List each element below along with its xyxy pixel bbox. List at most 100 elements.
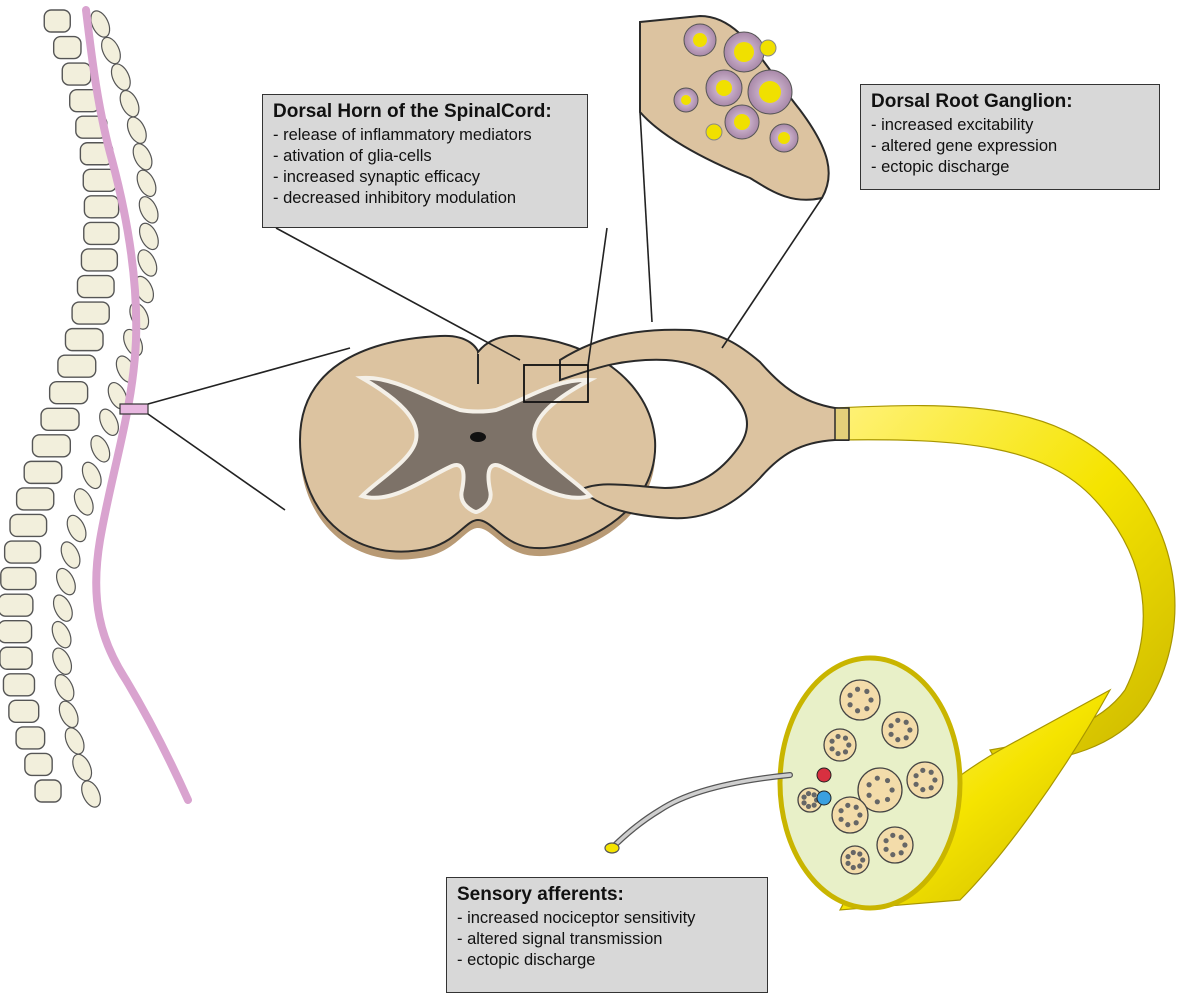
axon-dot — [904, 735, 909, 740]
list-item: - altered signal transmission — [457, 929, 757, 950]
axon-dot — [857, 851, 862, 856]
axon-dot — [890, 787, 895, 792]
axon-dot — [854, 820, 859, 825]
axon-dot — [885, 778, 890, 783]
vertebra-body — [50, 382, 88, 404]
axon-dot — [806, 791, 811, 796]
axon-dot — [866, 793, 871, 798]
vertebra-body — [3, 674, 34, 696]
vertebra-body — [0, 594, 33, 616]
axon-dot — [860, 857, 865, 862]
axon-dot — [806, 804, 811, 809]
list-item: - decreased inhibitory modulation — [273, 188, 577, 209]
vertebra-body — [81, 249, 117, 271]
vertebra-process — [134, 247, 160, 279]
axon-dot — [847, 693, 852, 698]
vertebra-body — [10, 514, 47, 536]
axon-dot — [888, 732, 893, 737]
axon-dot — [866, 782, 871, 787]
axon-dot — [857, 863, 862, 868]
axon-dot — [920, 787, 925, 792]
vertebra-body — [25, 753, 52, 775]
list-item: - increased synaptic efficacy — [273, 167, 577, 188]
vertebra-body — [1, 568, 36, 590]
central-canal — [470, 432, 486, 442]
dorsal-horn-callout: Dorsal Horn of the SpinalCord: - release… — [262, 94, 588, 228]
spinal-cord-cross-section — [300, 330, 849, 560]
axon-dot — [904, 720, 909, 725]
axon-dot — [868, 697, 873, 702]
axon-dot — [855, 708, 860, 713]
vertebra-process — [98, 34, 124, 66]
list-item: - increased nociceptor sensitivity — [457, 908, 757, 929]
axon-dot — [843, 736, 848, 741]
axon-dot — [838, 817, 843, 822]
zoom-line-lower — [148, 414, 285, 510]
axon-dot — [902, 842, 907, 847]
vertebra-process — [129, 141, 155, 173]
axon-dot — [907, 727, 912, 732]
list-item: - ativation of glia-cells — [273, 146, 577, 167]
list-item: - ectopic discharge — [871, 157, 1149, 178]
vertebra-process — [63, 512, 89, 544]
vertebra-body — [9, 700, 39, 722]
list-item: - increased excitability — [871, 115, 1149, 136]
vein-icon — [817, 791, 831, 805]
axon-dot — [875, 799, 880, 804]
axon-dot — [883, 838, 888, 843]
axon-dot — [885, 797, 890, 802]
axon-dot — [801, 800, 806, 805]
axon-dot — [829, 739, 834, 744]
vertebra-body — [35, 780, 61, 802]
sensory-afferents-callout: Sensory afferents: - increased nocicepto… — [446, 877, 768, 993]
fascicle — [832, 797, 868, 833]
axon-dot — [857, 812, 862, 817]
vertebra-process — [61, 725, 87, 757]
callout-list: - release of inflammatory mediators - at… — [273, 125, 577, 209]
callout-list: - increased nociceptor sensitivity - alt… — [457, 908, 757, 971]
axon-dot — [851, 850, 856, 855]
vertebra-process — [108, 61, 134, 93]
axon-dot — [932, 777, 937, 782]
vertebra-body — [72, 302, 109, 324]
fascicle — [907, 762, 943, 798]
vertebra-process — [96, 406, 122, 438]
vertebra-body — [54, 37, 81, 59]
vertebra-body — [84, 196, 118, 218]
vertebra-body — [24, 461, 62, 483]
vertebra-process — [49, 645, 75, 677]
axon-dot — [875, 776, 880, 781]
vertebra-process — [53, 566, 79, 598]
vertebra-body — [5, 541, 41, 563]
axon-dot — [801, 795, 806, 800]
axon-dot — [835, 734, 840, 739]
vertebra-process — [48, 619, 74, 651]
vertebra-process — [51, 672, 77, 704]
list-item: - release of inflammatory mediators — [273, 125, 577, 146]
axon-dot — [845, 861, 850, 866]
vertebra-body — [77, 276, 114, 298]
list-item: - ectopic discharge — [457, 950, 757, 971]
axon-dot — [883, 847, 888, 852]
vertebra-process — [79, 459, 105, 491]
spine-section-marker — [120, 404, 148, 414]
vertebra-process — [56, 698, 82, 730]
axon-dot — [838, 808, 843, 813]
vertebra-body — [0, 647, 32, 669]
axon-dot — [888, 723, 893, 728]
axon-dot — [929, 785, 934, 790]
list-item: - altered gene expression — [871, 136, 1149, 157]
vertebra-process — [133, 167, 159, 199]
axon-dot — [829, 746, 834, 751]
vertebra-body — [58, 355, 96, 377]
axon-dot — [890, 852, 895, 857]
vertebra-process — [57, 539, 83, 571]
axon-dot — [895, 737, 900, 742]
vertebra-process — [50, 592, 76, 624]
callout-title: Dorsal Root Ganglion: — [871, 91, 1149, 113]
vertebra-body — [41, 408, 79, 430]
axon-dot — [845, 822, 850, 827]
fascicle — [840, 680, 880, 720]
fascicle — [877, 827, 913, 863]
vertebra-process — [69, 751, 95, 783]
